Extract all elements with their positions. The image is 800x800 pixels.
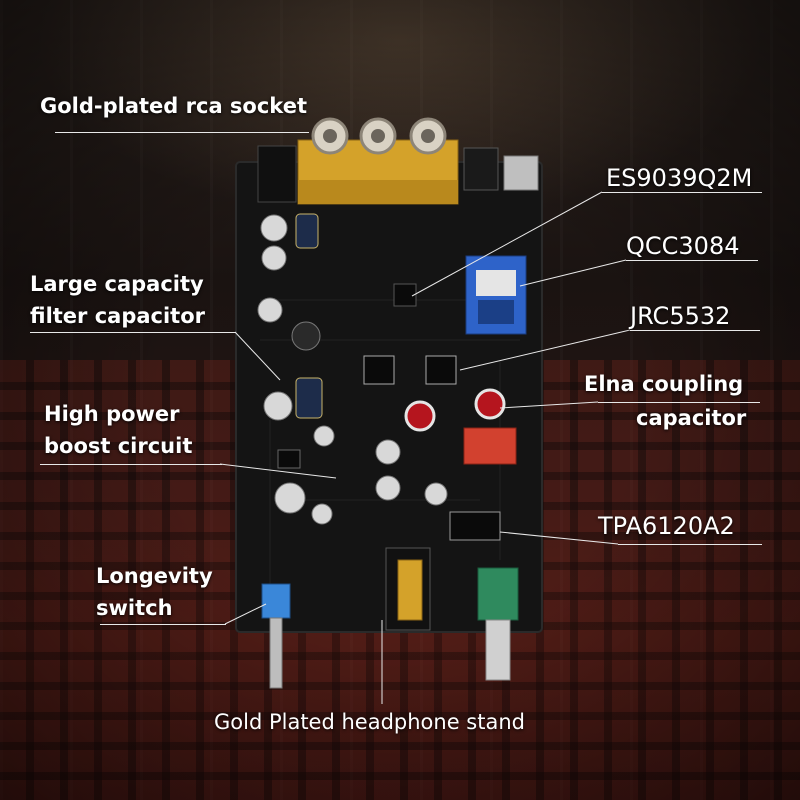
jrc5532-opamps	[363, 355, 457, 385]
line-elna	[598, 402, 760, 403]
line-tpa6120	[618, 544, 762, 545]
line-es9039	[602, 192, 762, 193]
label-elna-2: capacitor	[636, 406, 747, 430]
filter-capacitors	[257, 213, 333, 525]
optical-port	[463, 147, 499, 191]
elna-capacitors	[404, 388, 506, 432]
label-tpa6120: TPA6120A2	[598, 512, 735, 540]
pcb-traces	[260, 299, 520, 600]
longevity-switch	[261, 583, 291, 689]
line-qcc3084	[626, 260, 758, 261]
label-high-power-2: boost circuit	[44, 434, 193, 458]
film-capacitor	[463, 427, 517, 465]
dc-jack	[257, 145, 297, 203]
label-rca-socket: Gold-plated rca socket	[40, 94, 307, 118]
label-large-capacity-1: Large capacity	[30, 272, 204, 296]
rca-socket-block	[297, 117, 459, 205]
label-high-power-1: High power	[44, 402, 180, 426]
label-longevity-2: switch	[96, 596, 173, 620]
label-elna-1: Elna coupling	[584, 372, 744, 396]
label-headphone-stand: Gold Plated headphone stand	[214, 710, 525, 734]
bluetooth-module	[465, 255, 527, 335]
line-large-capacity	[30, 332, 236, 333]
label-qcc3084: QCC3084	[626, 232, 740, 260]
label-large-capacity-2: filter capacitor	[30, 304, 206, 328]
line-longevity	[100, 624, 226, 625]
label-jrc5532: JRC5532	[630, 302, 731, 330]
es9039-chip	[393, 283, 417, 307]
label-es9039: ES9039Q2M	[606, 164, 753, 192]
tpa6120-chip	[449, 511, 501, 541]
line-rca-socket	[55, 132, 309, 133]
line-jrc5532	[630, 330, 760, 331]
usb-c-port	[503, 155, 539, 191]
line-high-power	[40, 464, 222, 465]
boost-circuit-parts	[277, 425, 448, 506]
leader-lines	[219, 191, 631, 704]
label-longevity-1: Longevity	[96, 564, 213, 588]
volume-potentiometer	[477, 567, 519, 681]
headphone-jack	[385, 547, 431, 631]
